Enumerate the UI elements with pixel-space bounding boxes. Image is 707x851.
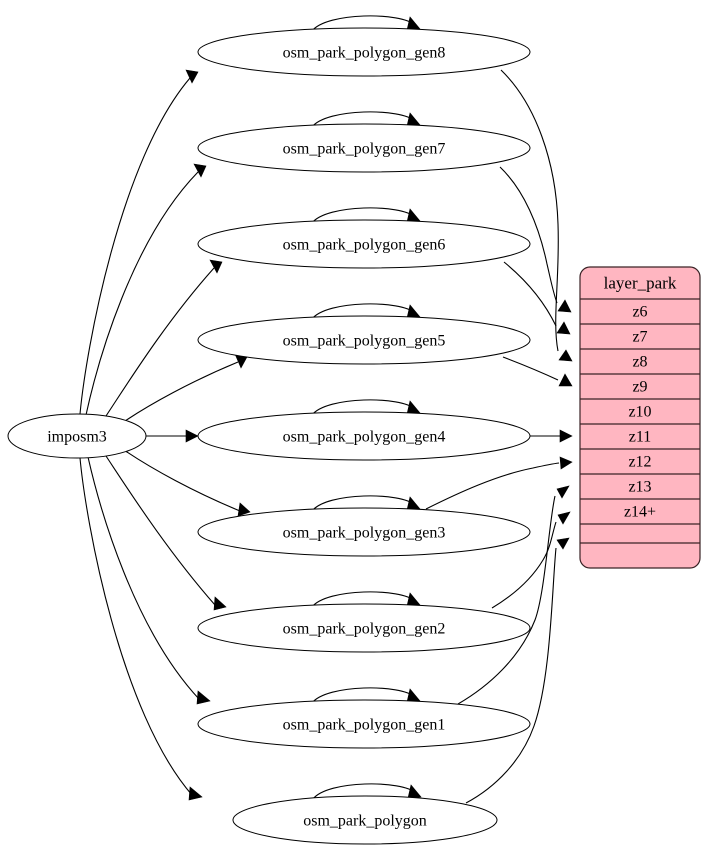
node-label: osm_park_polygon_gen7 (283, 141, 446, 158)
edge-gen4-to-z10 (530, 429, 573, 443)
table-row-z6[interactable]: z6 (632, 304, 647, 321)
node-label: osm_park_polygon_gen5 (283, 333, 446, 350)
node-osm-park-polygon-gen6[interactable]: osm_park_polygon_gen6 (197, 219, 531, 269)
node-osm-park-polygon-gen3[interactable]: osm_park_polygon_gen3 (197, 507, 531, 557)
node-label: osm_park_polygon_gen6 (283, 237, 446, 254)
edge-gen8-to-z8 (500, 69, 573, 362)
edges-to-layer-park (425, 69, 573, 804)
table-row-z9[interactable]: z9 (632, 379, 647, 396)
node-label: osm_park_polygon_gen2 (283, 621, 446, 638)
table-row-z10[interactable]: z10 (628, 404, 651, 421)
node-osm-park-polygon-gen7[interactable]: osm_park_polygon_gen7 (197, 123, 531, 173)
node-label: osm_park_polygon (303, 813, 427, 830)
node-osm-park-polygon-gen5[interactable]: osm_park_polygon_gen5 (197, 315, 531, 365)
edge-imposm3-to-osm-park-polygon (79, 457, 203, 801)
self-loop-osm-park-polygon (312, 783, 422, 800)
table-row-z11[interactable]: z11 (629, 429, 652, 446)
edge-imposm3-to-gen3 (123, 449, 251, 517)
node-layer-park-table[interactable]: layer_park z6 z7 z8 z9 z10 z11 z12 z13 z… (579, 266, 701, 569)
edge-gen7-to-z6 (499, 166, 572, 313)
edge-osm-park-polygon-to-z14plus (465, 537, 570, 804)
node-label: osm_park_polygon_gen3 (283, 525, 446, 542)
edge-imposm3-to-gen4 (146, 429, 199, 443)
edge-gen5-to-z9 (502, 356, 573, 387)
edge-imposm3-to-gen2 (103, 452, 227, 611)
node-label: osm_park_polygon_gen1 (283, 717, 446, 734)
table-row-z14plus[interactable]: z14+ (624, 504, 656, 521)
edge-gen3-to-z11 (425, 456, 573, 510)
table-header-label: layer_park (604, 274, 677, 293)
node-label: imposm3 (47, 429, 107, 446)
node-osm-park-polygon-gen1[interactable]: osm_park_polygon_gen1 (197, 699, 531, 749)
node-imposm3[interactable]: imposm3 (7, 413, 147, 459)
node-osm-park-polygon-gen8[interactable]: osm_park_polygon_gen8 (197, 27, 531, 77)
table-row-z8[interactable]: z8 (632, 354, 647, 371)
node-osm-park-polygon-gen4[interactable]: osm_park_polygon_gen4 (197, 411, 531, 461)
edge-imposm3-to-gen6 (103, 259, 223, 420)
edge-gen6-to-z7 (503, 261, 571, 335)
table-row-z7[interactable]: z7 (632, 329, 647, 346)
node-label: osm_park_polygon_gen8 (283, 45, 446, 62)
edge-gen2-to-z13 (491, 511, 571, 609)
edge-gen1-to-z12 (457, 485, 570, 705)
node-osm-park-polygon[interactable]: osm_park_polygon (232, 795, 498, 845)
node-label: osm_park_polygon_gen4 (283, 429, 446, 446)
node-osm-park-polygon-gen2[interactable]: osm_park_polygon_gen2 (197, 603, 531, 653)
edge-imposm3-to-gen7 (85, 163, 207, 416)
generalization-nodes: osm_park_polygon_gen8 osm_park_polygon_g… (197, 27, 531, 845)
edge-imposm3-to-gen8 (79, 69, 199, 415)
table-row-z13[interactable]: z13 (628, 479, 651, 496)
edge-imposm3-to-gen1 (87, 456, 211, 705)
table-row-z12[interactable]: z12 (628, 454, 651, 471)
